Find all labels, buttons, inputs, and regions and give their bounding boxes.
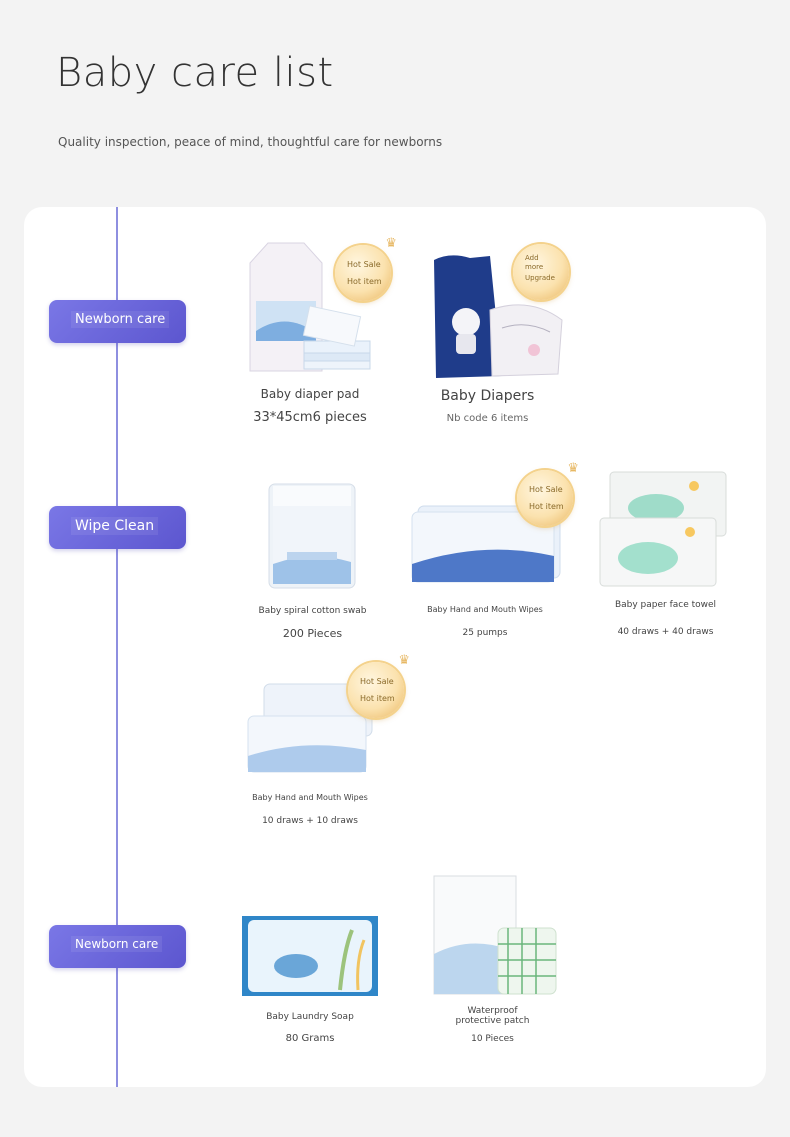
wipes-package-image	[411, 505, 561, 583]
product-name: Baby Diapers	[440, 388, 535, 404]
wipes-pair-package-image	[247, 683, 373, 773]
product-spec: 33*45cm6 pieces	[253, 410, 367, 425]
product-spec: 80 Grams	[285, 1033, 335, 1044]
badge-text: Hot item	[347, 277, 382, 286]
product-baby-laundry-soap[interactable]: Baby Laundry Soap 80 Grams	[240, 905, 385, 1050]
product-spec: 10 Pieces	[471, 1034, 514, 1044]
product-baby-diaper-pad[interactable]: ♛ Hot Sale Hot item Baby diaper pad 33*4…	[240, 235, 397, 435]
diapers-package-image	[434, 255, 563, 378]
product-baby-cotton-swab[interactable]: Baby spiral cotton swab 200 Pieces	[250, 478, 375, 643]
timeline-line	[116, 207, 118, 1087]
page-title: Baby care list	[56, 50, 334, 96]
category-newborn-care[interactable]: Newborn care	[49, 300, 186, 343]
product-spec: Nb code 6 items	[446, 413, 529, 424]
product-name: Baby Laundry Soap	[266, 1012, 354, 1022]
category-newborn-care-2[interactable]: Newborn care	[49, 925, 186, 968]
laundry-soap-package-image	[242, 916, 378, 996]
crown-icon: ♛	[385, 236, 397, 251]
category-label: Newborn care	[71, 311, 170, 328]
protective-patch-package-image	[433, 875, 557, 995]
face-towel-package-image	[599, 471, 727, 587]
badge-text: Hot Sale	[529, 485, 563, 494]
product-spec: 40 draws + 40 draws	[617, 627, 714, 637]
crown-icon: ♛	[567, 461, 579, 476]
category-label: Wipe Clean	[71, 517, 159, 535]
product-spec: 200 Pieces	[282, 627, 343, 640]
category-label: Newborn care	[71, 936, 163, 952]
page-subtitle: Quality inspection, peace of mind, thoug…	[58, 135, 443, 149]
add-more-upgrade-badge: Add more Upgrade	[513, 244, 569, 300]
product-baby-hand-mouth-wipes[interactable]: ♛ Hot Sale Hot item Baby Hand and Mouth …	[405, 460, 580, 645]
product-spec: 10 draws + 10 draws	[262, 816, 358, 826]
product-baby-diapers[interactable]: Add more Upgrade Baby Diapers Nb code 6 …	[425, 240, 575, 435]
product-name: Waterproof protective patch	[455, 1006, 530, 1027]
hot-sale-badge: ♛ Hot Sale Hot item	[335, 236, 397, 301]
diaper-pad-package-image	[249, 242, 371, 372]
product-baby-hand-mouth-wipes-2[interactable]: ♛ Hot Sale Hot item Baby Hand and Mouth …	[240, 650, 415, 830]
product-waterproof-protective-patch[interactable]: Waterproof protective patch 10 Pieces	[430, 872, 560, 1052]
badge-text: Hot item	[529, 502, 564, 511]
product-baby-paper-face-towel[interactable]: Baby paper face towel 40 draws + 40 draw…	[598, 470, 733, 645]
hot-sale-badge: ♛ Hot Sale Hot item	[517, 461, 579, 526]
product-name: Baby diaper pad	[260, 387, 360, 401]
crown-icon: ♛	[398, 653, 410, 668]
badge-text: Add more	[525, 254, 544, 272]
badge-text: Hot item	[360, 694, 395, 703]
badge-text: Hot Sale	[360, 677, 394, 686]
badge-text: Upgrade	[525, 274, 555, 282]
product-spec: 25 pumps	[462, 628, 508, 638]
product-name: Baby Hand and Mouth Wipes	[427, 605, 543, 614]
badge-text: Hot Sale	[347, 260, 381, 269]
hot-sale-badge: ♛ Hot Sale Hot item	[348, 653, 410, 718]
product-name: Baby paper face towel	[614, 600, 717, 610]
cotton-swab-jar-image	[268, 483, 356, 589]
product-name: Baby spiral cotton swab	[258, 606, 367, 616]
category-wipe-clean[interactable]: Wipe Clean	[49, 506, 186, 549]
product-name: Baby Hand and Mouth Wipes	[252, 793, 368, 802]
